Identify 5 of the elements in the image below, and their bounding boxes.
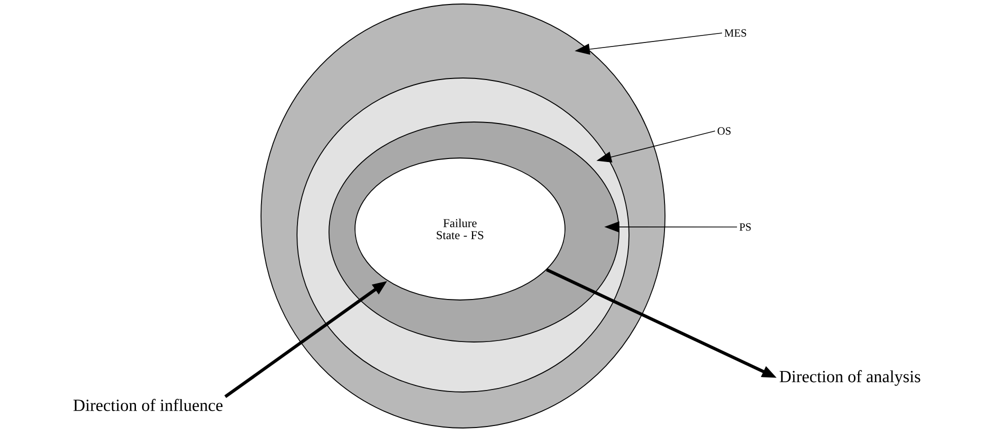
direction-label: Direction of analysis bbox=[780, 370, 920, 386]
ring-label: MES bbox=[724, 29, 746, 37]
ring-label: OS bbox=[718, 127, 731, 135]
direction-label: Direction of influence bbox=[73, 398, 222, 412]
ring-label: PS bbox=[740, 223, 751, 231]
